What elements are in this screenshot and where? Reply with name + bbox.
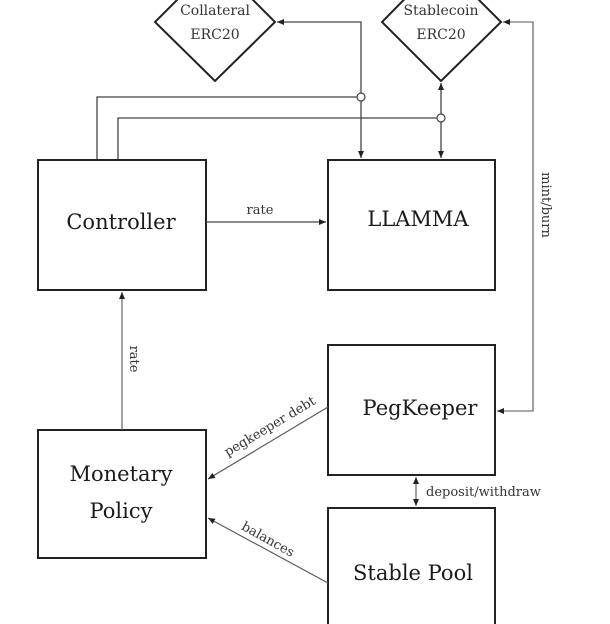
pegkeeper-box xyxy=(327,344,496,476)
collateral-label-line1: Collateral xyxy=(180,3,250,19)
monetary-policy-label-line1: Monetary xyxy=(70,462,173,486)
llamma-box xyxy=(327,159,496,291)
stablecoin-erc20-node: Stablecoin ERC20 xyxy=(380,0,503,83)
stable-pool-box xyxy=(327,507,496,624)
stable-pool-node: Stable Pool xyxy=(327,507,496,624)
pegkeeper-node: PegKeeper xyxy=(327,344,496,476)
deposit-withdraw-label: deposit/withdraw xyxy=(426,485,541,500)
monetary-policy-label-line2: Policy xyxy=(90,499,153,523)
stablecoin-label-line1: Stablecoin xyxy=(403,3,478,19)
collateral-llamma-edge xyxy=(277,19,364,158)
stablecoin-diamond xyxy=(380,0,503,83)
collateral-junction xyxy=(356,92,366,102)
stablecoin-label-line2: ERC20 xyxy=(416,27,465,43)
monetary-policy-box xyxy=(37,429,207,559)
controller-box xyxy=(37,159,207,291)
pool-monetary-balances-edge xyxy=(207,517,329,584)
stable-pool-label: Stable Pool xyxy=(353,561,473,585)
pegkeeper-debt-label: pegkeeper debt xyxy=(222,394,319,461)
llamma-node: LLAMMA xyxy=(327,159,496,291)
controller-label: Controller xyxy=(66,210,176,234)
llamma-label: LLAMMA xyxy=(367,207,469,231)
collateral-erc20-node: Collateral ERC20 xyxy=(153,0,277,83)
pegkeeper-label: PegKeeper xyxy=(363,396,479,420)
monetary-policy-node: Monetary Policy xyxy=(37,429,207,559)
collateral-label-line2: ERC20 xyxy=(190,27,239,43)
stablecoin-junction xyxy=(436,113,446,123)
monetary-controller-rate-label: rate xyxy=(126,346,141,373)
mint-burn-label: mint/burn xyxy=(538,172,553,238)
controller-stablecoin-edge xyxy=(117,117,437,160)
stablecoin-pegkeeper-mint-burn-edge xyxy=(497,19,534,414)
controller-node: Controller xyxy=(37,159,207,291)
controller-collateral-edge xyxy=(96,96,357,160)
pegkeeper-monetary-debt-edge xyxy=(207,406,329,480)
collateral-diamond xyxy=(153,0,277,83)
controller-llamma-rate-label: rate xyxy=(247,203,274,218)
